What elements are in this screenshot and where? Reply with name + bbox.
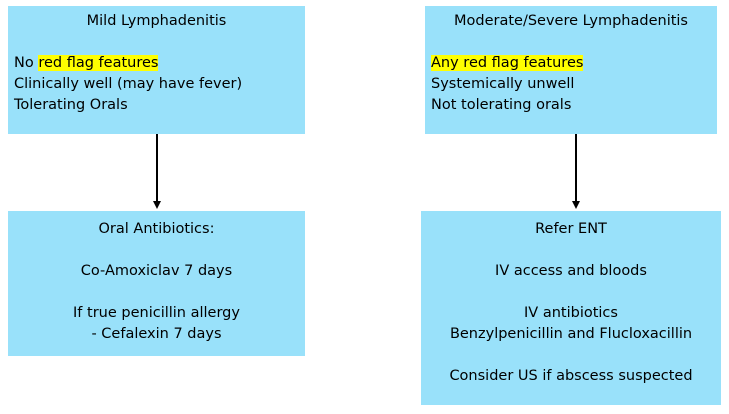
spacer bbox=[14, 240, 299, 261]
refer-line-consider-us: Consider US if abscess suspected bbox=[449, 368, 693, 384]
spacer bbox=[427, 345, 715, 366]
severe-red-flag-highlight: Any red flag features bbox=[431, 55, 584, 71]
spacer bbox=[14, 282, 299, 303]
severe-title: Moderate/Severe Lymphadenitis bbox=[454, 13, 688, 29]
oral-line-co-amoxiclav: Co-Amoxiclav 7 days bbox=[80, 263, 233, 279]
refer-title: Refer ENT bbox=[535, 221, 607, 237]
refer-line-antibiotic-names: Benzylpenicillin and Flucloxacillin bbox=[449, 326, 693, 342]
mild-red-flag-highlight: red flag features bbox=[38, 55, 159, 71]
severe-lymphadenitis-box: Moderate/Severe Lymphadenitis Any red fl… bbox=[425, 6, 717, 134]
refer-line-iv-access: IV access and bloods bbox=[495, 263, 647, 279]
mild-line-tolerating-orals: Tolerating Orals bbox=[14, 97, 128, 113]
severe-line-red-flags: Any red flag features bbox=[431, 53, 711, 74]
mild-line-red-flags: No red flag features bbox=[14, 53, 299, 74]
oral-line-cefalexin: - Cefalexin 7 days bbox=[91, 326, 222, 342]
mild-line-clinically-well: Clinically well (may have fever) bbox=[14, 76, 243, 92]
spacer bbox=[14, 32, 299, 53]
spacer bbox=[427, 282, 715, 303]
spacer bbox=[427, 240, 715, 261]
severe-line-systemically-unwell: Systemically unwell bbox=[431, 76, 575, 92]
severe-line-not-tolerating-orals: Not tolerating orals bbox=[431, 97, 572, 113]
mild-line1-prefix: No bbox=[14, 55, 39, 71]
oral-antibiotics-box: Oral Antibiotics: Co-Amoxiclav 7 days If… bbox=[8, 211, 305, 356]
mild-lymphadenitis-box: Mild Lymphadenitis No red flag features … bbox=[8, 6, 305, 134]
refer-line-iv-antibiotics: IV antibiotics bbox=[524, 305, 618, 321]
oral-line-penicillin-allergy: If true penicillin allergy bbox=[73, 305, 240, 321]
spacer bbox=[431, 32, 711, 53]
oral-title: Oral Antibiotics: bbox=[98, 221, 215, 237]
refer-ent-box: Refer ENT IV access and bloods IV antibi… bbox=[421, 211, 721, 405]
mild-title: Mild Lymphadenitis bbox=[86, 13, 227, 29]
